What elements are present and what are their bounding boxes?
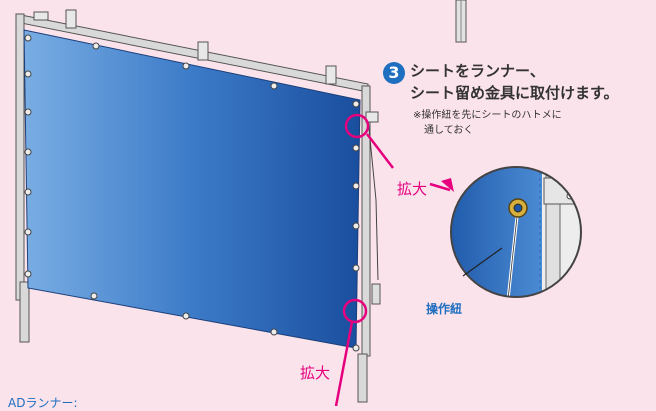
step-line-1: シートをランナー、 [410, 62, 545, 80]
zoom-detail [450, 166, 582, 298]
frame [15, 9, 371, 403]
upper-post [455, 0, 467, 43]
step-note-2: 通しておく [424, 125, 474, 136]
zoom-label-lower: 拡大 [300, 364, 331, 382]
zoom-label-upper: 拡大 [397, 180, 428, 198]
zoom-markers [334, 113, 394, 406]
step-note-1: ※操作紐を先にシートのハトメに [413, 110, 562, 121]
zoom-arrowhead [441, 178, 454, 192]
step-number-badge: 3 [383, 62, 405, 84]
cord-pointer [462, 247, 503, 277]
runner-rail [365, 111, 381, 305]
runner-label: ADランナー: [8, 396, 78, 410]
zoom-arrow [429, 182, 451, 192]
step-line-2: シート留め金具に取付けます。 [410, 84, 619, 102]
blue-sheet [23, 29, 361, 352]
cord-label: 操作紐 [426, 302, 463, 316]
